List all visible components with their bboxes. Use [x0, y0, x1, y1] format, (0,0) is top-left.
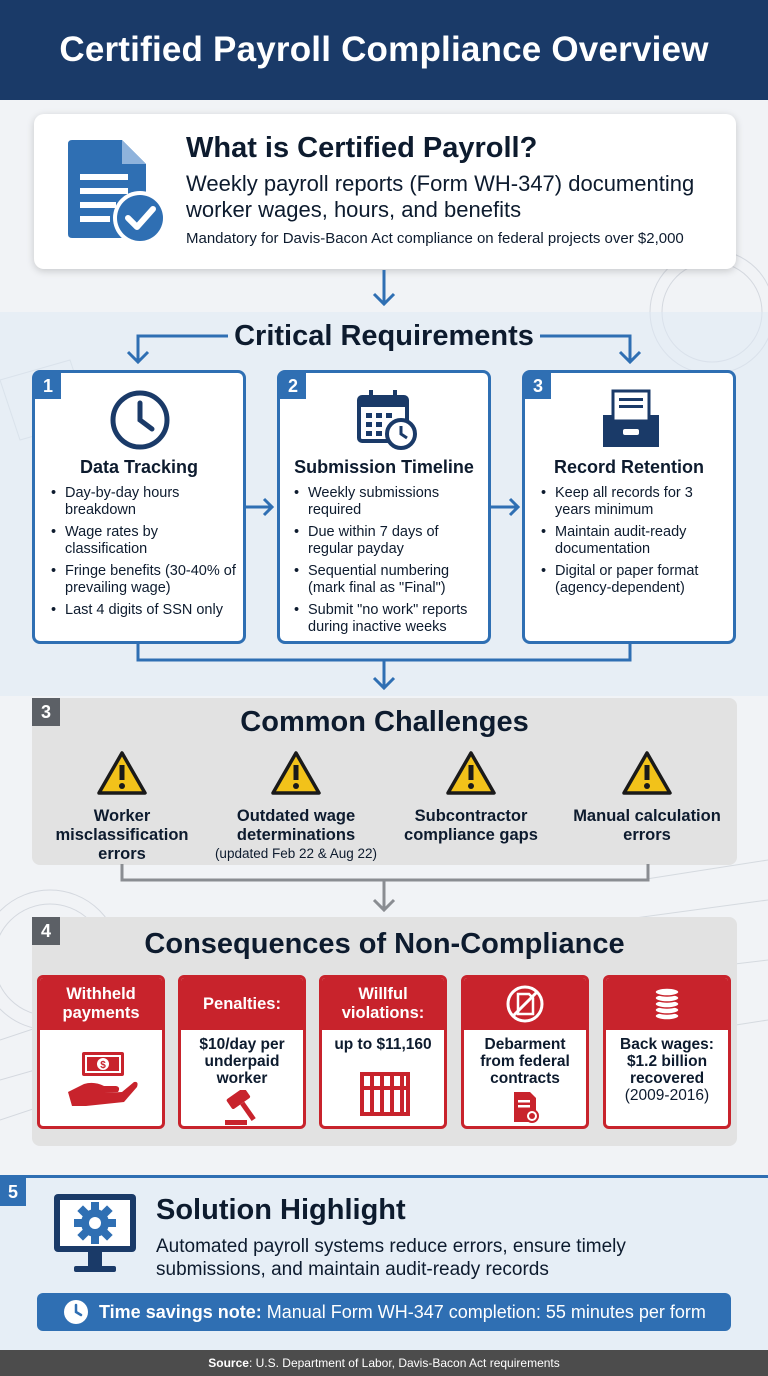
requirement-card-data-tracking: 1 Data Tracking Day-by-day hours breakdo… [32, 370, 246, 644]
certificate-icon [514, 1092, 539, 1123]
time-savings-note: Time savings note: Manual Form WH-347 co… [37, 1293, 731, 1331]
challenges-connector [120, 864, 650, 913]
consequence-card-debarment: Debarment from federal contracts [461, 975, 589, 1129]
requirements-connectors [126, 334, 642, 691]
coin-stack-icon [654, 987, 680, 1021]
list-item: Keep all records for 3 years minimum [541, 485, 731, 519]
challenge-item: Outdated wage determinations (updated Fe… [206, 750, 386, 861]
solution-description: Automated payroll systems reduce errors,… [156, 1236, 626, 1280]
challenge-sublabel: (updated Feb 22 & Aug 22) [214, 846, 378, 861]
requirement-title: Record Retention [553, 457, 704, 477]
challenge-item: Subcontractor compliance gaps [381, 750, 561, 845]
no-document-icon [506, 985, 544, 1023]
intro-card [34, 114, 736, 269]
list-item: Digital or paper format (agency-dependen… [541, 563, 731, 597]
consequence-body: Back wages: $1.2 billion recovered [620, 1036, 714, 1087]
list-item: Submit "no work" reports during inactive… [294, 602, 484, 636]
page-title: Certified Payroll Compliance Overview [59, 30, 709, 69]
consequence-text: Debarment from federal contracts [480, 1036, 570, 1087]
challenges-title: Common Challenges [240, 706, 529, 738]
intro-title: What is Certified Payroll? [186, 132, 538, 164]
file-drawer-icon [603, 389, 659, 447]
clock-icon [110, 390, 170, 450]
step-number-badge: 3 [525, 373, 551, 399]
section-number-badge: 3 [32, 698, 60, 726]
challenge-label: Manual calculation errors [573, 807, 721, 844]
list-item: Due within 7 days of regular payday [294, 524, 484, 558]
requirements-title: Critical Requirements [234, 320, 534, 352]
source-label: Source [208, 1356, 249, 1370]
monitor-gear-icon [54, 1194, 136, 1272]
challenge-label: Outdated wage determinations [236, 807, 356, 844]
consequence-heading-bar [606, 978, 728, 1030]
time-savings-value: Manual Form WH-347 completion: 55 minute… [266, 1301, 706, 1322]
consequence-subtext: (2009-2016) [624, 1087, 710, 1104]
step-number-badge: 2 [280, 373, 306, 399]
consequence-card-willful-violations: Willful violations: up to $11,160 [319, 975, 447, 1129]
consequence-heading: Withheld payments [40, 978, 162, 1030]
source-text: : U.S. Department of Labor, Davis-Bacon … [248, 1356, 560, 1370]
list-item: Maintain audit-ready documentation [541, 524, 731, 558]
consequence-text: up to $11,160 [334, 1036, 432, 1053]
warning-icon [622, 751, 672, 795]
calendar-clock-icon [357, 390, 417, 450]
header-bar: Certified Payroll Compliance Overview [0, 0, 768, 100]
hand-money-icon: $ [68, 1052, 138, 1106]
list-item: Sequential numbering (mark final as "Fin… [294, 563, 484, 597]
requirement-title: Submission Timeline [294, 457, 474, 477]
consequence-text: Back wages: $1.2 billion recovered (2009… [610, 1036, 724, 1104]
list-item: Wage rates by classification [51, 524, 241, 558]
warning-icon [446, 751, 496, 795]
document-check-icon [68, 140, 167, 245]
list-item: Fringe benefits (30-40% of prevailing wa… [51, 563, 241, 597]
step-number-badge: 1 [35, 373, 61, 399]
challenge-item: Manual calculation errors [557, 750, 737, 845]
section-number-badge: 5 [0, 1178, 26, 1206]
section-number-badge: 4 [32, 917, 60, 945]
requirement-card-submission-timeline: 2 Submission Timeline Weekly submissions… [277, 370, 491, 644]
consequence-text: $10/day per underpaid worker [199, 1036, 285, 1087]
solution-title: Solution Highlight [156, 1194, 406, 1226]
arrow-down-icon [372, 270, 396, 307]
gavel-icon [225, 1090, 256, 1125]
warning-icon [271, 751, 321, 795]
warning-icon [97, 751, 147, 795]
consequence-heading: Willful violations: [322, 978, 444, 1030]
svg-text:$: $ [100, 1060, 106, 1071]
consequence-card-back-wages: Back wages: $1.2 billion recovered (2009… [603, 975, 731, 1129]
requirement-list: Day-by-day hours breakdown Wage rates by… [51, 485, 241, 624]
time-savings-text: Time savings note: Manual Form WH-347 co… [99, 1302, 706, 1323]
challenge-label: Subcontractor compliance gaps [404, 807, 538, 844]
clock-icon [64, 1300, 88, 1324]
requirement-title: Data Tracking [79, 457, 199, 477]
consequence-heading-bar [464, 978, 586, 1030]
consequence-card-penalties: Penalties: $10/day per underpaid worker [178, 975, 306, 1129]
challenges-section [32, 698, 737, 865]
intro-note: Mandatory for Davis-Bacon Act compliance… [186, 230, 684, 247]
intro-subtitle: Weekly payroll reports (Form WH-347) doc… [186, 171, 695, 222]
requirement-card-record-retention: 3 Record Retention Keep all records for … [522, 370, 736, 644]
list-item: Last 4 digits of SSN only [51, 602, 241, 619]
requirement-list: Keep all records for 3 years minimum Mai… [541, 485, 731, 602]
time-savings-label: Time savings note: [99, 1301, 262, 1322]
consequences-title: Consequences of Non-Compliance [144, 928, 625, 960]
challenge-item: Worker misclassification errors [32, 750, 212, 864]
source-footer: Source: U.S. Department of Labor, Davis-… [0, 1350, 768, 1376]
consequence-card-withheld-payments: Withheld payments $ [37, 975, 165, 1129]
list-item: Day-by-day hours breakdown [51, 485, 241, 519]
requirement-list: Weekly submissions required Due within 7… [294, 485, 484, 641]
consequence-heading: Penalties: [181, 978, 303, 1030]
jail-bars-icon [360, 1072, 410, 1116]
challenge-label: Worker misclassification errors [55, 807, 189, 863]
list-item: Weekly submissions required [294, 485, 484, 519]
